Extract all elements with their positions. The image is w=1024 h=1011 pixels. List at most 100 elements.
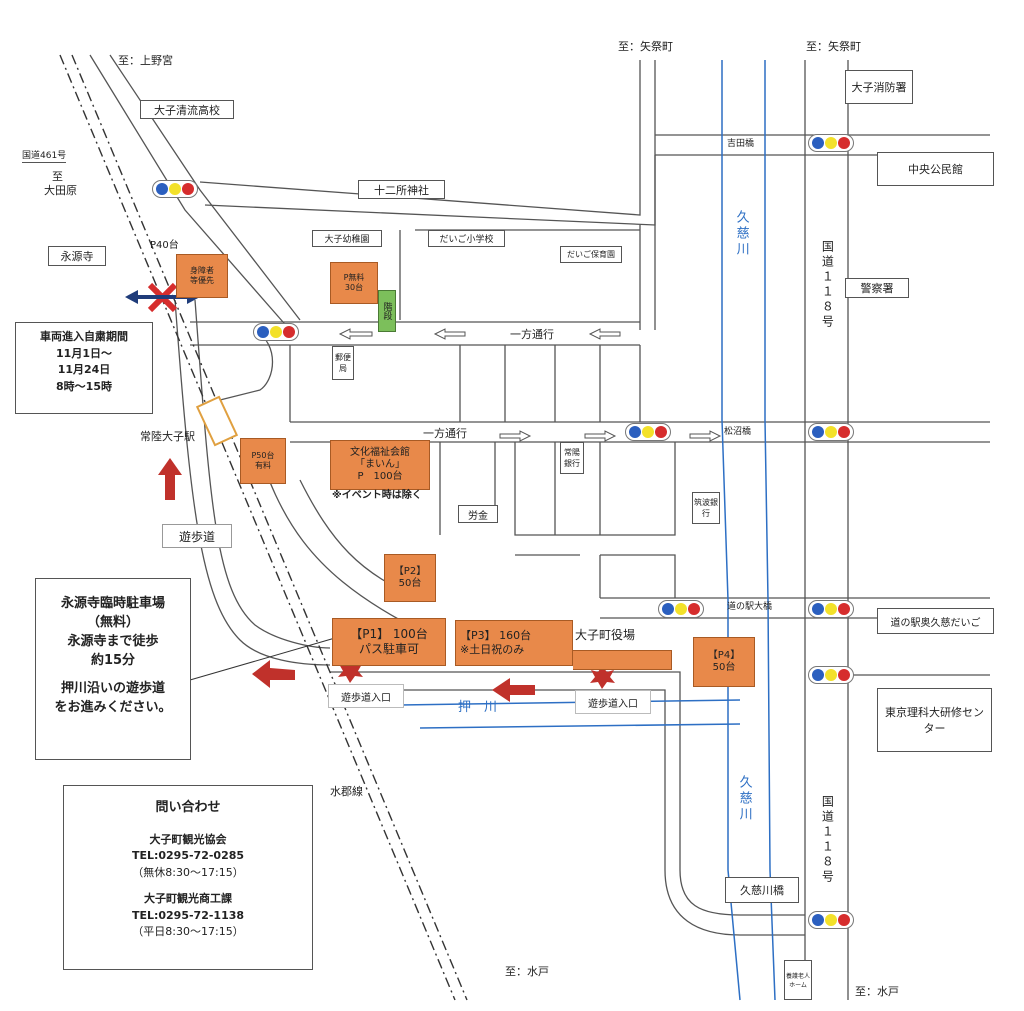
signal-yellow-icon [269, 326, 282, 338]
label-oneway-1: 一方通行 [510, 328, 554, 341]
traffic-signal-kujigawa [808, 911, 854, 929]
signal-blue-icon [811, 426, 824, 438]
facility-police: 警察署 [845, 278, 909, 298]
parking-bunka-main: 文化福祉会館 「まいん」 P 100台 [330, 440, 430, 490]
label-river-oshi: 押 川 [458, 700, 498, 715]
signal-yellow-icon [674, 603, 687, 615]
tsukuba-bank-label: 筑波銀行 [694, 498, 718, 518]
temp-parking-spacer [36, 670, 190, 680]
notice-temp-parking: 永源寺臨時駐車場 （無料） 永源寺まで徒歩 約15分 押川沿いの遊歩道 をお進み… [35, 578, 191, 760]
temp-parking-line1: 永源寺臨時駐車場 [60, 596, 165, 611]
signal-red-icon [688, 603, 701, 615]
parking-p1: 【P1】 100台 パス駐車可 [332, 618, 446, 666]
signal-blue-icon [811, 603, 824, 615]
label-bridge-matsunuma: 松沼橋 [724, 427, 752, 437]
signal-red-icon [838, 603, 851, 615]
road-top-connector-2 [204, 60, 656, 226]
traffic-signal-center [625, 423, 671, 441]
parking-bunka-line1: 文化福祉会館 [350, 447, 410, 458]
road-promenade-2 [330, 689, 805, 936]
label-route118-bottom: 国道１１８号 [820, 795, 835, 885]
signal-yellow-icon [824, 914, 837, 926]
facility-kujigawa-bridge: 久慈川橋 [725, 877, 799, 903]
signal-blue-icon [661, 603, 674, 615]
parking-p1-line1: 【P1】 100台 [350, 627, 428, 641]
contact-tel2: TEL:0295-72-1138 [131, 908, 245, 922]
signal-blue-icon [811, 669, 824, 681]
temp-parking-line4: 約15分 [90, 652, 136, 668]
facility-fire-station: 大子消防署 [845, 70, 913, 104]
signal-red-icon [182, 183, 195, 195]
river-kuji-east [764, 60, 776, 1001]
callout-line [189, 637, 336, 681]
notice-restriction-line1: 車両進入自粛期間 [40, 330, 128, 343]
traffic-signal-yoshida [808, 134, 854, 152]
signal-red-icon [838, 914, 851, 926]
parking-p4-line2: 50台 [712, 662, 736, 673]
facility-tsukuba-bank: 筑波銀行 [692, 492, 720, 524]
facility-eigenji: 永源寺 [48, 246, 106, 266]
contact-org1: 大子町観光協会 [149, 832, 227, 846]
label-to-mito-1: 至：水戸 [505, 965, 549, 978]
contact-panel: 問い合わせ 大子町観光協会 TEL:0295-72-0285 （無休8:30～1… [63, 785, 313, 970]
facility-tus-center: 東京理科大研修センター [877, 688, 992, 752]
parking-bunka-line2: 「まいん」 [355, 459, 405, 470]
label-to-uenomiya: 至：上野宮 [118, 54, 173, 67]
label-route118-top: 国道１１８号 [820, 240, 835, 330]
contact-tel1: TEL:0295-72-0285 [131, 849, 245, 862]
parking-p3-line1: 【P3】 160台 [460, 629, 532, 643]
parking-p3-extension [573, 650, 672, 670]
parking-eigenji-priority-line2: 等優先 [190, 276, 214, 285]
contact-spacer [64, 881, 312, 891]
signal-blue-icon [256, 326, 269, 338]
traffic-signal-hs [152, 180, 198, 198]
notice-restriction-line3: 11月24日 [57, 363, 111, 376]
notice-restriction-line4: 8時～15時 [56, 379, 112, 393]
parking-p2: 【P2】 50台 [384, 554, 436, 602]
facility-daigo-seiryu-hs: 大子清流高校 [140, 100, 234, 119]
parking-p4-line1: 【P4】 [707, 649, 741, 661]
parking-p4: 【P4】 50台 [693, 637, 755, 687]
label-to-mito-2: 至：水戸 [855, 985, 899, 998]
label-p40: P40台 [150, 240, 179, 251]
signal-blue-icon [155, 183, 168, 195]
label-suigun-line: 水郡線 [330, 785, 363, 798]
railway-suigun-line [59, 54, 456, 1001]
label-to-yamatsuri-1: 至：矢祭町 [618, 40, 673, 53]
parking-p1-line2: パス駐車可 [358, 642, 419, 656]
traffic-signal-tus [808, 666, 854, 684]
notice-restriction: 車両進入自粛期間 11月1日～ 11月24日 8時～15時 [15, 322, 153, 414]
road-diagonal-west [89, 54, 291, 331]
arrow-west-promenade [252, 660, 295, 688]
facility-michinoeki: 道の駅奥久慈だいご [877, 608, 994, 634]
river-oshi-south [419, 723, 741, 729]
railway-suigun-line-2 [71, 54, 468, 1001]
arrow-west-promenade-2 [492, 678, 535, 702]
label-promenade-entrance-2: 遊歩道入口 [575, 690, 651, 714]
signal-red-icon [838, 137, 851, 149]
signal-blue-icon [628, 426, 641, 438]
label-promenade-entrance-1: 遊歩道入口 [328, 684, 404, 708]
temp-parking-line7: をお進みください。 [54, 700, 172, 716]
road-central-vertical [639, 155, 656, 330]
facility-roukin: 労金 [458, 505, 498, 523]
facility-joyo-bank: 常陽銀行 [560, 442, 584, 474]
contact-hours1: （無休8:30～17:15） [132, 865, 244, 879]
tus-center-label: 東京理科大研修センター [885, 706, 984, 735]
temp-parking-line3: 永源寺まで徒歩 [67, 633, 159, 649]
contact-hours2: （平日8:30～17:15） [132, 925, 244, 938]
facility-town-office: 大子町役場 [575, 628, 636, 642]
station-building [195, 395, 239, 447]
signal-yellow-icon [641, 426, 654, 438]
label-oneway-2: 一方通行 [423, 427, 467, 440]
block-lines [439, 345, 676, 598]
arrow-north-station [158, 458, 182, 500]
parking-kindergarten: P無料 30台 [330, 262, 378, 304]
notice-restriction-line2: 11月1日～ [56, 346, 112, 360]
joyo-bank-label: 常陽銀行 [564, 448, 580, 468]
contact-title: 問い合わせ [155, 800, 221, 815]
parking-kindergarten-line2: 30台 [344, 283, 364, 292]
signal-yellow-icon [824, 137, 837, 149]
contact-org2: 大子町観光商工課 [144, 892, 232, 905]
signal-red-icon [838, 669, 851, 681]
